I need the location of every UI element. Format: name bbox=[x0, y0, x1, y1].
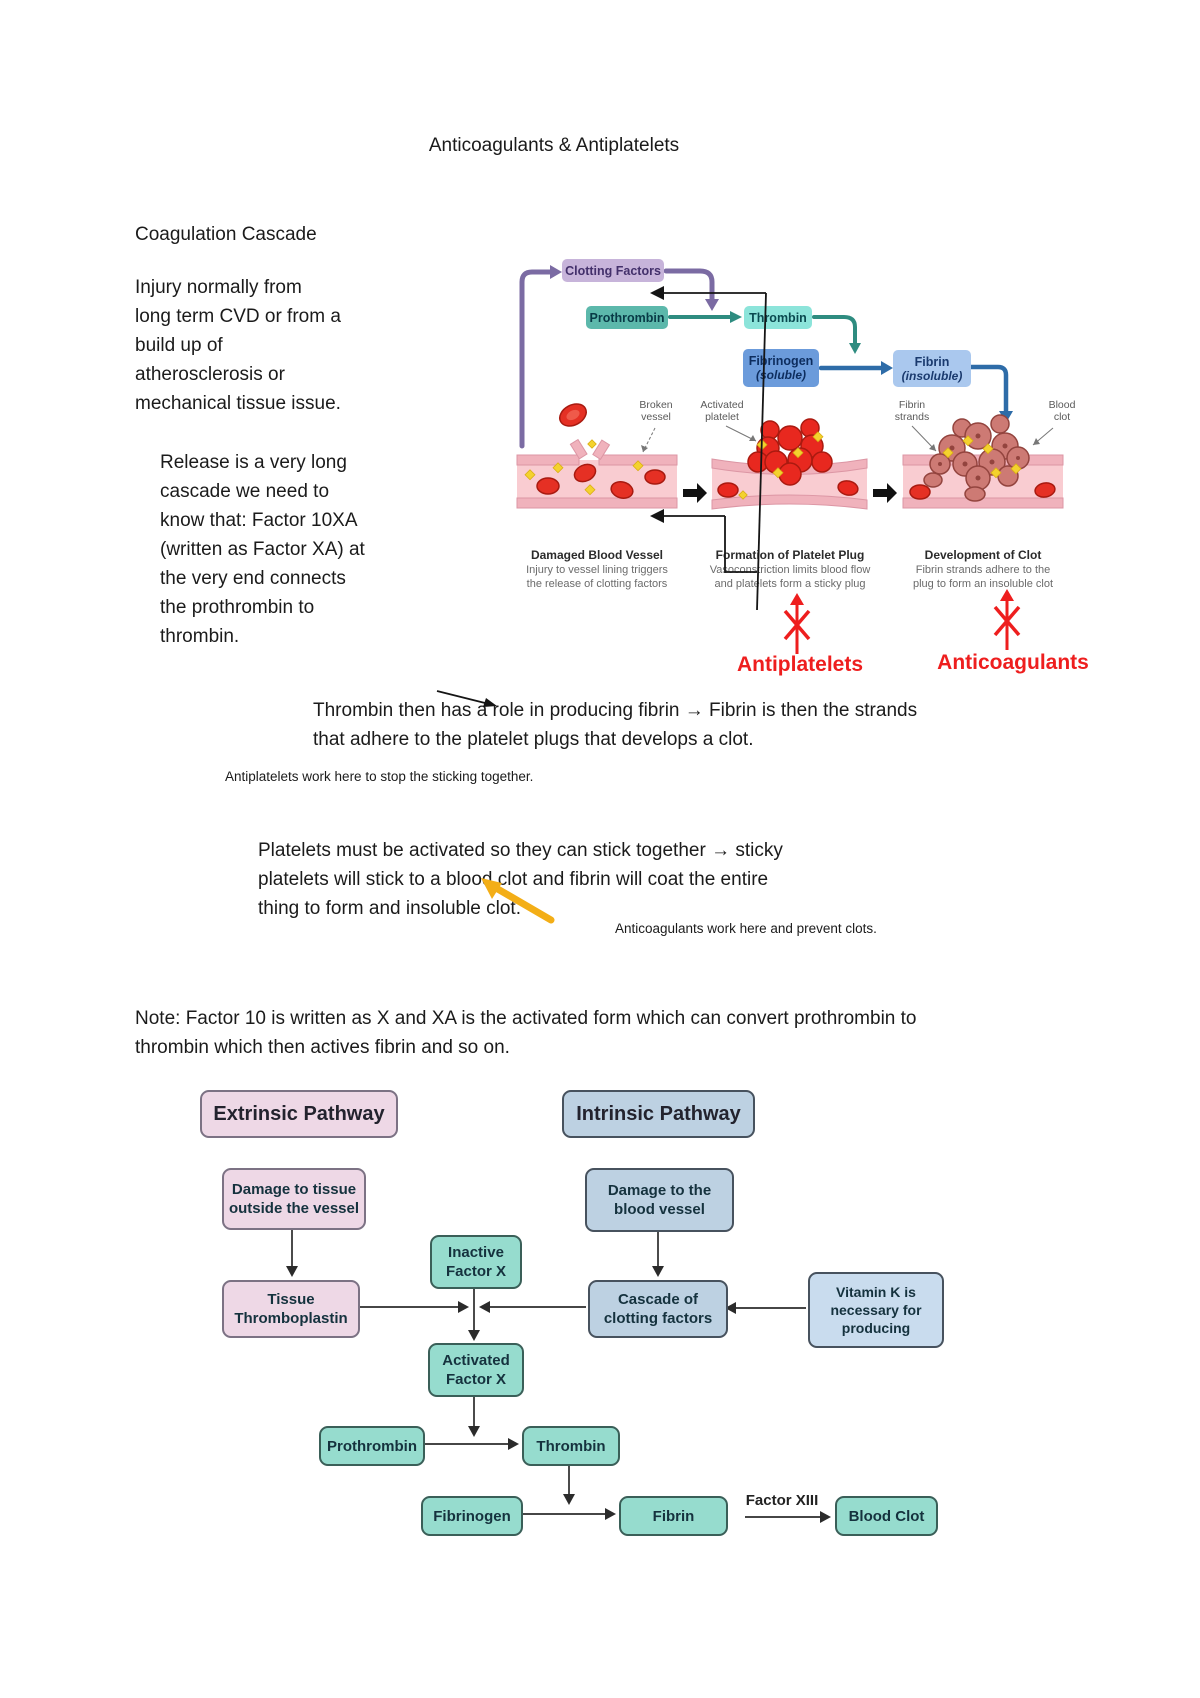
antiplatelets-note: Antiplatelets work here to stop the stic… bbox=[225, 769, 534, 784]
panel-arrow-1 bbox=[683, 483, 707, 503]
box-activated-factor-x: Activated Factor X bbox=[428, 1343, 524, 1397]
page-title: Anticoagulants & Antiplatelets bbox=[428, 135, 680, 156]
panel-caption-1: Damaged Blood Vessel Injury to vessel li… bbox=[512, 548, 682, 591]
box-fibrin: Fibrin bbox=[619, 1496, 728, 1536]
node-clotting-factors: Clotting Factors bbox=[562, 259, 664, 282]
panel-caption-2: Formation of Platelet Plug Vasoconstrict… bbox=[703, 548, 877, 591]
intrinsic-header-label: Intrinsic Pathway bbox=[576, 1103, 741, 1125]
injury-paragraph: Injury normally from long term CVD or fr… bbox=[135, 277, 341, 414]
node-thrombin: Thrombin bbox=[744, 306, 812, 329]
box-cascade-clotting: Cascade of clotting factors bbox=[588, 1280, 728, 1338]
extrinsic-header-label: Extrinsic Pathway bbox=[213, 1103, 385, 1125]
node-fibrinogen-label: Fibrinogen bbox=[748, 354, 814, 368]
antiplatelets-red-label: Antiplatelets bbox=[736, 653, 864, 676]
node-prothrombin-label: Prothrombin bbox=[589, 310, 665, 325]
thrombin-role-paragraph: Thrombin then has a role in producing fi… bbox=[313, 700, 918, 750]
antiplatelets-block-arrowhead bbox=[790, 593, 804, 605]
black-annotation-lines bbox=[436, 292, 767, 704]
box-prothrombin: Prothrombin bbox=[319, 1426, 425, 1466]
anticoagulants-red-label: Anticoagulants bbox=[937, 651, 1089, 674]
panel-2-desc: Vasoconstriction limits blood flow and p… bbox=[709, 564, 871, 590]
anticoagulants-note: Anticoagulants work here and prevent clo… bbox=[615, 921, 877, 936]
clot-illustration bbox=[902, 414, 1064, 509]
panel-3-title: Development of Clot bbox=[924, 548, 1042, 562]
panel-caption-3: Development of Clot Fibrin strands adher… bbox=[896, 548, 1070, 591]
callout-broken-vessel: Broken vessel bbox=[639, 399, 673, 423]
platelet-plug-illustration bbox=[711, 418, 868, 510]
callout-blood-clot: Blood clot bbox=[1048, 399, 1076, 423]
platelets-paragraph: Platelets must be activated so they can … bbox=[258, 840, 783, 919]
black-annotation-arrowheads bbox=[483, 286, 664, 707]
callout-activated-platelet: Activated platelet bbox=[700, 399, 744, 423]
node-fibrin: Fibrin (insoluble) bbox=[893, 350, 971, 387]
callout-fibrin-strands: Fibrin strands bbox=[894, 399, 930, 423]
section-heading: Coagulation Cascade bbox=[135, 224, 317, 245]
release-paragraph: Release is a very long cascade we need t… bbox=[160, 452, 365, 647]
anticoagulants-block-arrow bbox=[993, 598, 1021, 650]
antiplatelets-block-arrow bbox=[783, 602, 811, 654]
box-tissue-thromboplastin: Tissue Thromboplastin bbox=[222, 1280, 360, 1338]
box-thrombin: Thrombin bbox=[522, 1426, 620, 1466]
intrinsic-pathway-header: Intrinsic Pathway bbox=[562, 1090, 755, 1138]
panel-1-desc: Injury to vessel lining triggers the rel… bbox=[526, 564, 668, 590]
factor-xiii-label: Factor XIII bbox=[745, 1492, 819, 1509]
box-vitamin-k: Vitamin K is necessary for producing bbox=[808, 1272, 944, 1348]
node-fibrin-state: (insoluble) bbox=[901, 368, 963, 383]
node-fibrin-label: Fibrin bbox=[914, 354, 950, 369]
box-inactive-factor-x: Inactive Factor X bbox=[430, 1235, 522, 1289]
purple-feedback-arrow bbox=[519, 268, 715, 449]
node-thrombin-label: Thrombin bbox=[749, 310, 807, 325]
box-damage-vessel: Damage to the blood vessel bbox=[585, 1168, 734, 1232]
extrinsic-pathway-header: Extrinsic Pathway bbox=[200, 1090, 398, 1138]
panel-1-title: Damaged Blood Vessel bbox=[530, 548, 664, 562]
panel-arrow-2 bbox=[873, 483, 897, 503]
panel-2-title: Formation of Platelet Plug bbox=[715, 548, 865, 562]
panel-3-desc: Fibrin strands adhere to the plug to for… bbox=[912, 564, 1054, 590]
note-paragraph: Note: Factor 10 is written as X and XA i… bbox=[135, 1008, 917, 1058]
node-fibrinogen-state: (soluble) bbox=[756, 368, 806, 382]
node-fibrinogen: Fibrinogen (soluble) bbox=[743, 349, 819, 387]
box-damage-tissue: Damage to tissue outside the vessel bbox=[222, 1168, 366, 1230]
node-prothrombin: Prothrombin bbox=[586, 306, 668, 329]
box-fibrinogen: Fibrinogen bbox=[421, 1496, 523, 1536]
flowchart-arrowheads bbox=[286, 1266, 831, 1523]
node-clotting-factors-label: Clotting Factors bbox=[565, 263, 661, 278]
box-blood-clot: Blood Clot bbox=[835, 1496, 938, 1536]
flowchart-arrows bbox=[291, 1230, 820, 1518]
